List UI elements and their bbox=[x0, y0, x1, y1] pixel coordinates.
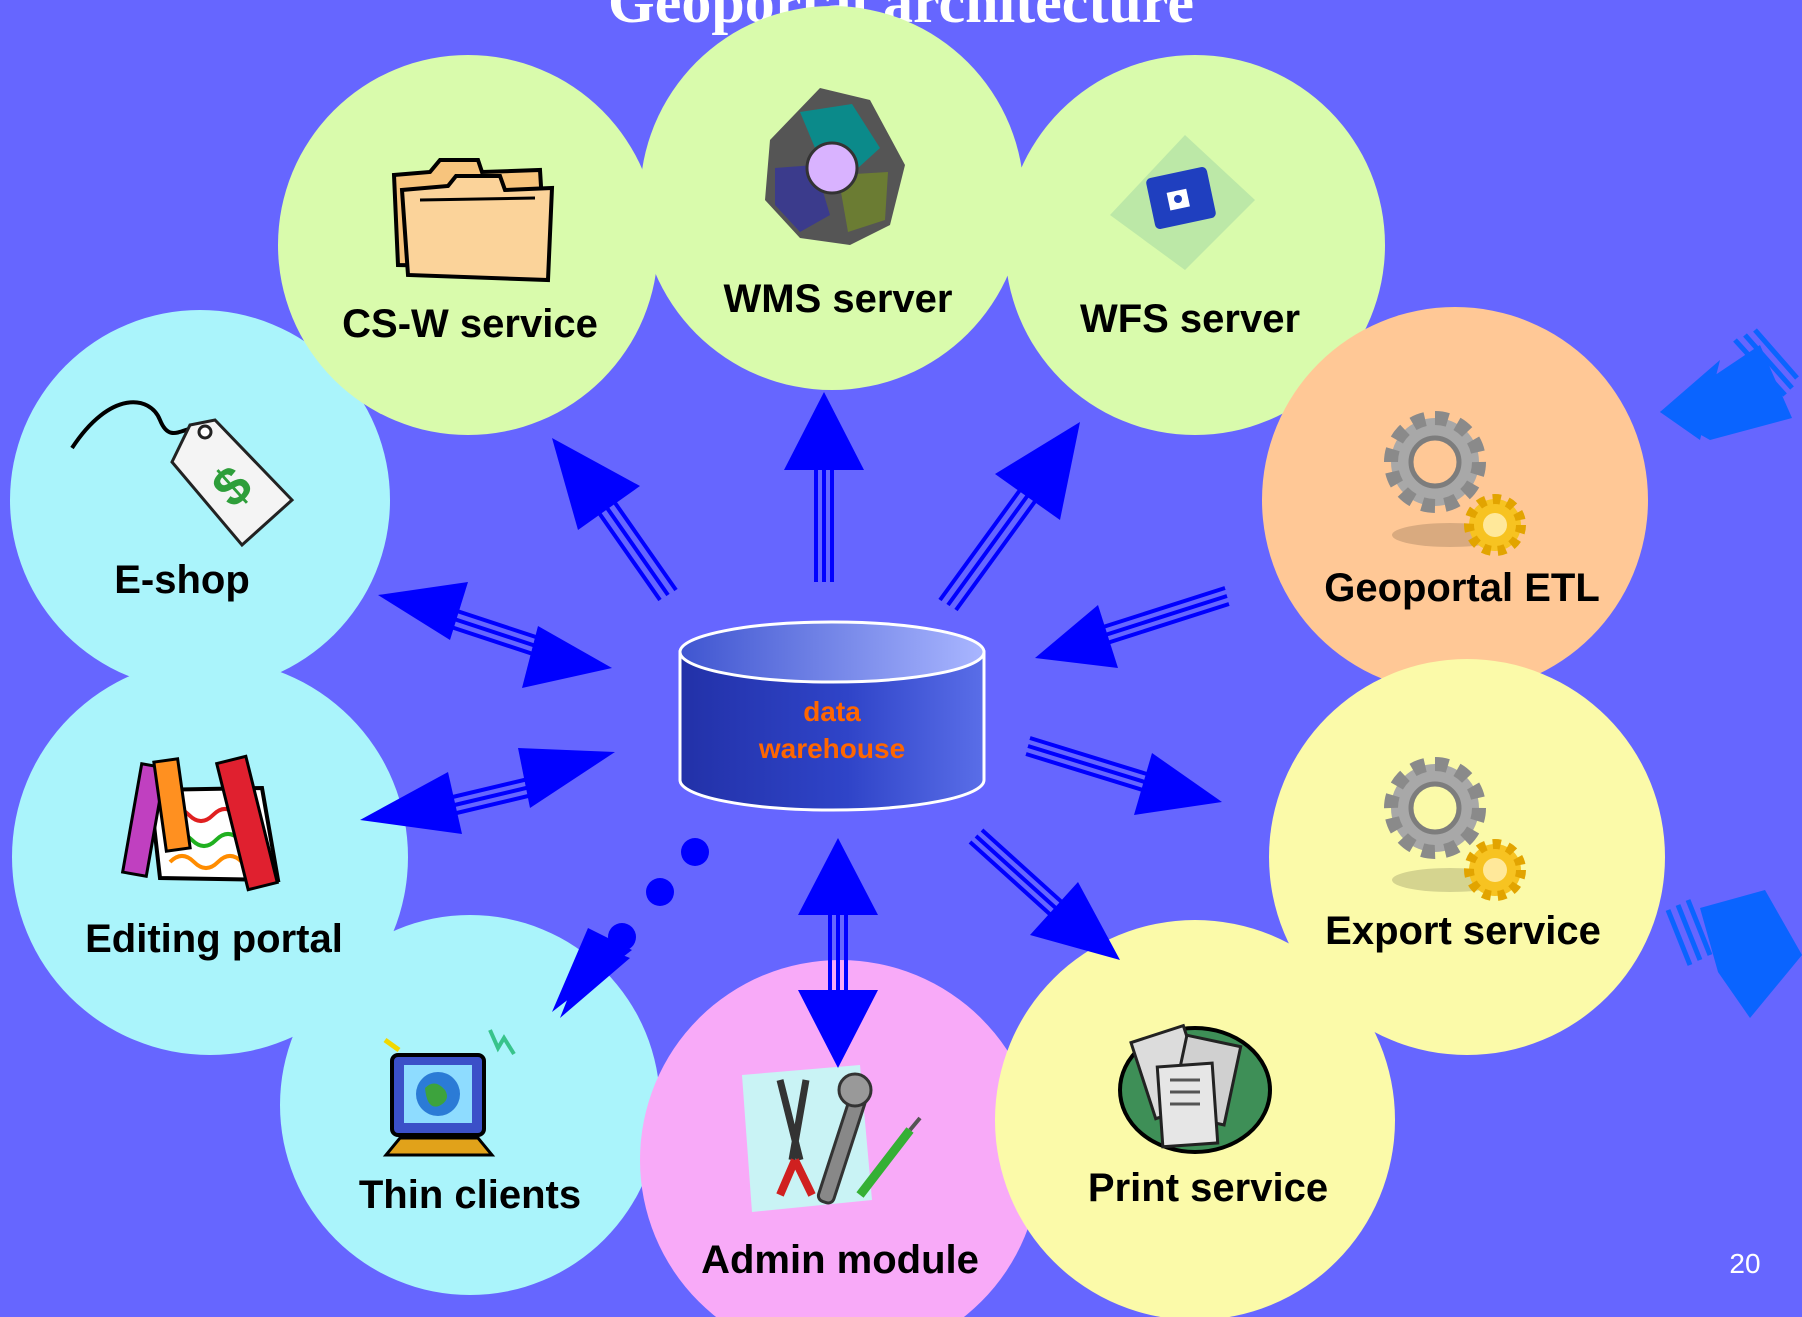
page-number: 20 bbox=[1729, 1248, 1760, 1279]
arrow-to-wms bbox=[784, 392, 864, 582]
wfs-label: WFS server bbox=[1080, 297, 1300, 341]
arrow-editing-double bbox=[360, 748, 615, 834]
editing-portal-label: Editing portal bbox=[85, 917, 343, 961]
computer-globe-icon bbox=[382, 1029, 516, 1157]
crayons-drawing-icon bbox=[120, 754, 281, 892]
gear-icon bbox=[1384, 411, 1526, 556]
thin-clients-label: Thin clients bbox=[359, 1173, 581, 1217]
tools-icon bbox=[742, 1065, 922, 1212]
data-warehouse-cylinder: data warehouse bbox=[678, 620, 986, 812]
arrow-to-print bbox=[968, 828, 1120, 960]
arrow-to-export bbox=[1025, 736, 1222, 815]
outgoing-side-arrow bbox=[1665, 890, 1802, 1018]
newspapers-icon bbox=[1118, 1023, 1272, 1154]
print-service-label: Print service bbox=[1088, 1166, 1328, 1210]
data-warehouse-label-line1: data bbox=[803, 696, 861, 727]
floppy-disk-icon bbox=[1110, 135, 1255, 270]
ellipsis-dots bbox=[608, 838, 709, 951]
wms-label: WMS server bbox=[724, 277, 953, 321]
eshop-label: E-shop bbox=[114, 558, 250, 602]
gear-icon-export bbox=[1384, 757, 1526, 901]
arrow-eshop-double bbox=[378, 582, 612, 688]
arrow-to-cs-w bbox=[552, 438, 678, 602]
arrow-admin-double bbox=[798, 838, 878, 1068]
arrow-from-geoportal-etl bbox=[1035, 586, 1230, 668]
cs-w-label: CS-W service bbox=[342, 302, 598, 346]
admin-module-label: Admin module bbox=[701, 1238, 979, 1282]
eshop-circle bbox=[10, 310, 390, 690]
incoming-side-arrow bbox=[1660, 328, 1799, 440]
export-service-label: Export service bbox=[1325, 909, 1601, 953]
folder-icon bbox=[391, 158, 555, 283]
arrow-to-wfs bbox=[938, 422, 1080, 612]
connector-arrows bbox=[360, 392, 1230, 1068]
recycle-map-icon bbox=[765, 88, 905, 245]
data-warehouse-label-line2: warehouse bbox=[758, 733, 905, 764]
arrow-to-thin-clients bbox=[552, 928, 632, 1018]
geoportal-etl-label: Geoportal ETL bbox=[1324, 566, 1600, 610]
price-tag-icon: $ bbox=[70, 400, 295, 548]
